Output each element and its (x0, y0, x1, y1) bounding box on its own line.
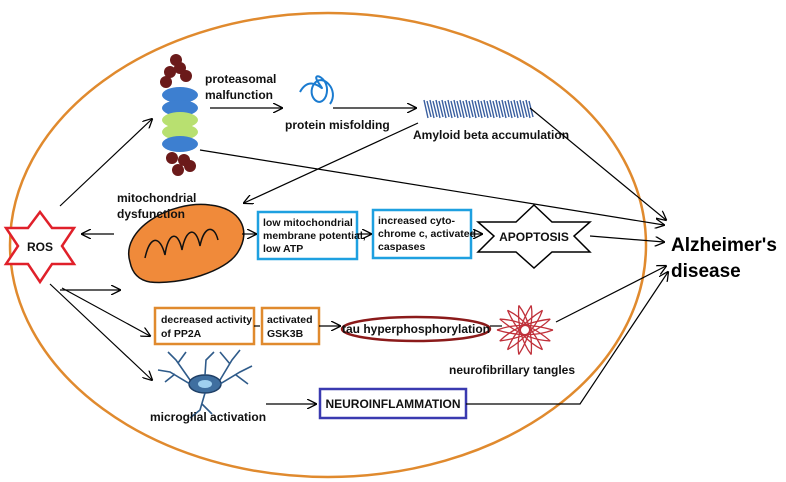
tau-ellipse (340, 315, 492, 343)
pp2a-box (153, 306, 256, 346)
membrane-box (256, 210, 359, 261)
proteasome-icon (160, 54, 198, 176)
alzheimers-label: Alzheimer's disease (671, 235, 782, 282)
cytochrome-text: increased cyto- chrome c, activated casp… (378, 215, 479, 253)
ros-star: ROS (3, 209, 77, 285)
arrow-amyloid-alzheimers (529, 107, 666, 220)
arrow-tangles-alzheimers (555, 266, 666, 323)
amyloid-label: Amyloid beta accumulation (413, 128, 569, 142)
arrow-proteasome-alzheimers (199, 149, 664, 225)
proteasomal-label: proteasomal malfunction (205, 72, 280, 102)
mitochondrion-icon (127, 203, 245, 284)
neuroinflammation-label: NEUROINFLAMMATION (325, 397, 460, 411)
gsk3b-text: activated GSK3B (267, 314, 315, 340)
mito-label: mitochondrial dysfunction (117, 191, 200, 221)
microglial-label: microglial activation (150, 410, 266, 424)
arrow-ros-pp2a (61, 287, 150, 336)
arrow-amyloid-mito (244, 122, 419, 203)
arrow-ros-proteasome (59, 119, 152, 207)
membrane-text: low mitochondrial membrane potential, lo… (263, 217, 369, 255)
ros-label: ROS (27, 240, 53, 254)
apoptosis-star: APOPTOSIS (476, 203, 592, 270)
gsk3b-box (260, 306, 321, 346)
apoptosis-label: APOPTOSIS (499, 230, 569, 244)
arrow-ros-microglia (49, 283, 152, 380)
misfolding-label: protein misfolding (285, 118, 390, 132)
tau-label: tau hyperphosphorylation (342, 322, 490, 336)
arrows (49, 107, 668, 405)
microglia-icon (157, 349, 253, 419)
cytochrome-box (371, 208, 473, 260)
tangles-label: neurofibrillary tangles (449, 363, 575, 377)
outer-ellipse (8, 11, 648, 479)
amyloid-icon (423, 99, 534, 119)
arrow-neuro-alzheimers (466, 272, 668, 405)
misfolded-protein-icon (299, 75, 334, 105)
pp2a-text: decreased activity of PP2A (161, 314, 255, 340)
arrow-apoptosis-alzheimers (589, 235, 664, 242)
tangle-icon (496, 305, 554, 355)
